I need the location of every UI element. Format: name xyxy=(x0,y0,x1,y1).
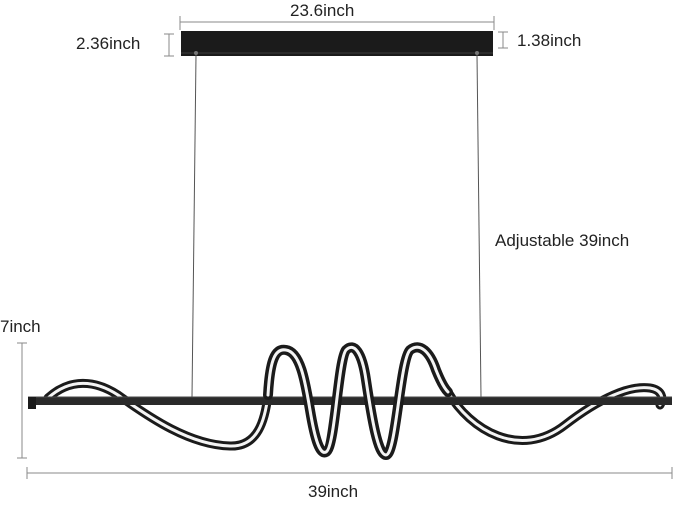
light-ribbon-spiral xyxy=(263,342,453,461)
suspension-cable-left xyxy=(191,54,197,398)
canopy-width-dimension xyxy=(179,16,495,30)
cable-length-label: Adjustable 39inch xyxy=(495,231,630,250)
canopy-height-right-label: 1.38inch xyxy=(517,31,582,50)
canopy-height-left-dimension xyxy=(164,33,174,57)
fixture-height-label: 7inch xyxy=(0,317,41,336)
fixture-height-dimension xyxy=(17,342,27,459)
canopy-height-right-dimension xyxy=(498,31,508,49)
canopy-height-left-label: 2.36inch xyxy=(76,34,141,53)
suspension-cable-right xyxy=(476,54,482,398)
light-ribbon-back xyxy=(43,378,667,451)
ceiling-canopy xyxy=(181,31,493,56)
fixture-width-dimension xyxy=(26,467,673,479)
linear-bar xyxy=(28,397,672,405)
fixture-width-label: 39inch xyxy=(308,482,359,501)
canopy-width-label: 23.6inch xyxy=(290,1,355,20)
